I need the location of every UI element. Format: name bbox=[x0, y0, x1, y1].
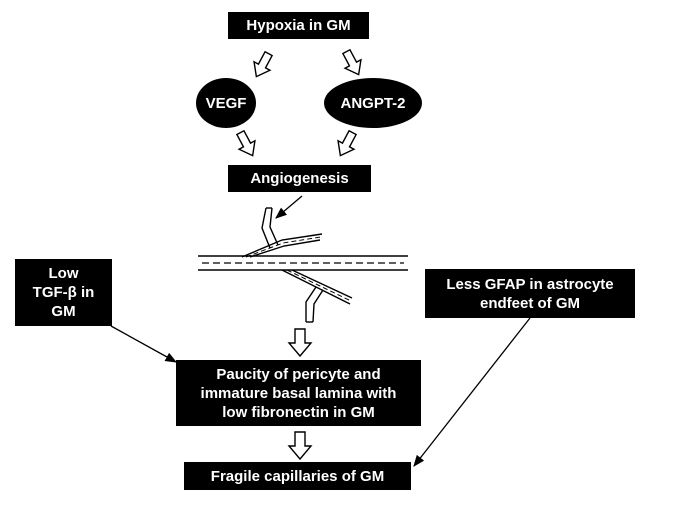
arrow-paucity-to-fragile bbox=[287, 431, 313, 461]
node-angpt2: ANGPT-2 bbox=[324, 78, 422, 128]
capillary-sprout-illustration bbox=[198, 207, 408, 323]
node-vegf: VEGF bbox=[196, 78, 256, 128]
node-paucity: Paucity of pericyte and immature basal l… bbox=[176, 360, 421, 426]
arrow-capillary-to-paucity bbox=[287, 328, 313, 358]
node-angpt2-label: ANGPT-2 bbox=[340, 94, 406, 112]
node-fragile: Fragile capillaries of GM bbox=[184, 462, 411, 490]
arrow-vegf-to-angiogenesis bbox=[235, 129, 256, 157]
arrow-gfap-to-fragile bbox=[413, 317, 531, 467]
arrow-hypoxia-to-vegf bbox=[253, 50, 274, 78]
node-hypoxia-label: Hypoxia in GM bbox=[246, 17, 351, 34]
node-low-tgf-line3: GM bbox=[51, 303, 76, 320]
node-low-tgf-line2: TGF-β in bbox=[32, 284, 95, 301]
node-angiogenesis: Angiogenesis bbox=[228, 165, 371, 192]
arrow-angpt2-to-angiogenesis bbox=[337, 129, 358, 157]
node-low-tgf: Low TGF-β in GM bbox=[15, 259, 112, 326]
node-paucity-line1: Paucity of pericyte and bbox=[216, 365, 381, 383]
arrow-hypoxia-to-angpt2 bbox=[341, 48, 362, 76]
node-less-gfap-line2: endfeet of GM bbox=[480, 294, 580, 312]
node-fragile-label: Fragile capillaries of GM bbox=[210, 467, 385, 485]
node-low-tgf-line1: Low bbox=[48, 265, 79, 282]
node-less-gfap: Less GFAP in astrocyte endfeet of GM bbox=[425, 269, 635, 318]
node-angiogenesis-label: Angiogenesis bbox=[250, 170, 349, 187]
node-less-gfap-line1: Less GFAP in astrocyte bbox=[446, 275, 614, 293]
arrow-angiogenesis-to-capillary bbox=[275, 195, 303, 219]
node-paucity-line2: immature basal lamina with bbox=[200, 384, 397, 402]
node-paucity-line3: low fibronectin in GM bbox=[222, 403, 375, 421]
node-vegf-label: VEGF bbox=[205, 94, 247, 112]
node-hypoxia: Hypoxia in GM bbox=[228, 12, 369, 39]
arrow-low-tgf-to-paucity bbox=[110, 325, 178, 363]
